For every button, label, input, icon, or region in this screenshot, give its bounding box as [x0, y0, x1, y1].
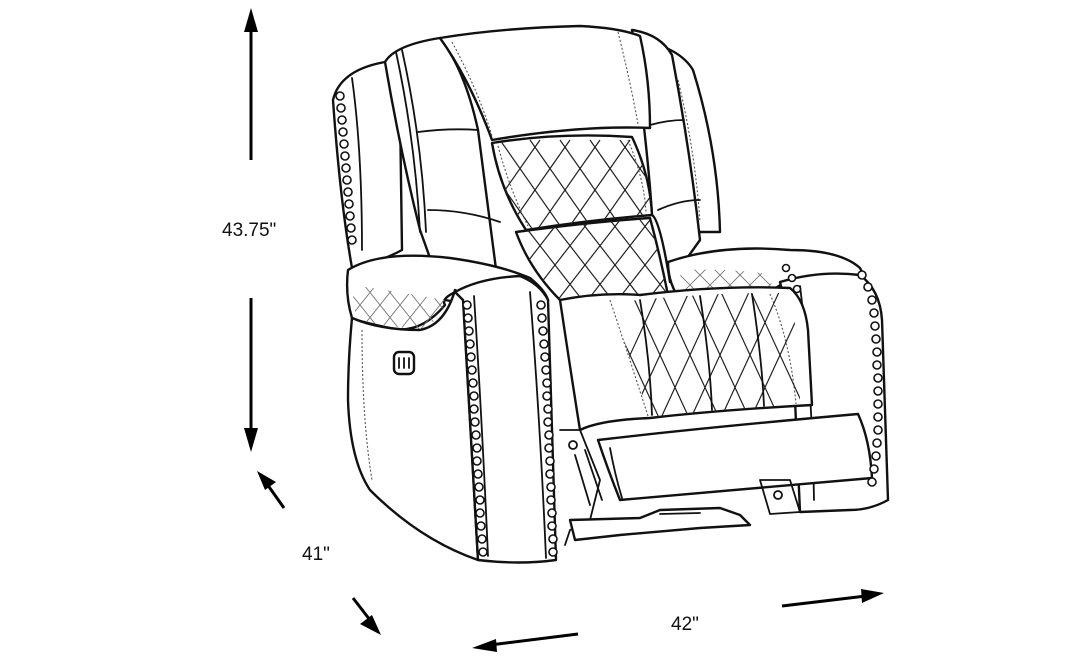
nailhead-trim-right-arm [857, 270, 883, 487]
nailhead-trim-left-arm-outer [462, 300, 488, 557]
diamond-stitch-right-arm [680, 269, 775, 302]
depth-arrow [257, 471, 381, 635]
diamond-stitch-left-arm [352, 285, 445, 330]
recliner-mechanism [559, 429, 801, 546]
nailhead-trim-left-arm-inner [536, 300, 558, 557]
height-arrow [244, 8, 258, 452]
recliner-chair [331, 24, 890, 564]
nailhead-trim-right-arm-inner [781, 263, 802, 294]
power-control-icon [392, 350, 416, 376]
nailhead-trim-left-wing [335, 91, 357, 245]
depth-dimension-label: 41" [302, 544, 330, 565]
diamond-stitch-seat [612, 292, 800, 418]
width-dimension-label: 42" [671, 614, 699, 635]
width-arrow [472, 589, 884, 652]
height-dimension-label: 43.75" [222, 220, 277, 241]
